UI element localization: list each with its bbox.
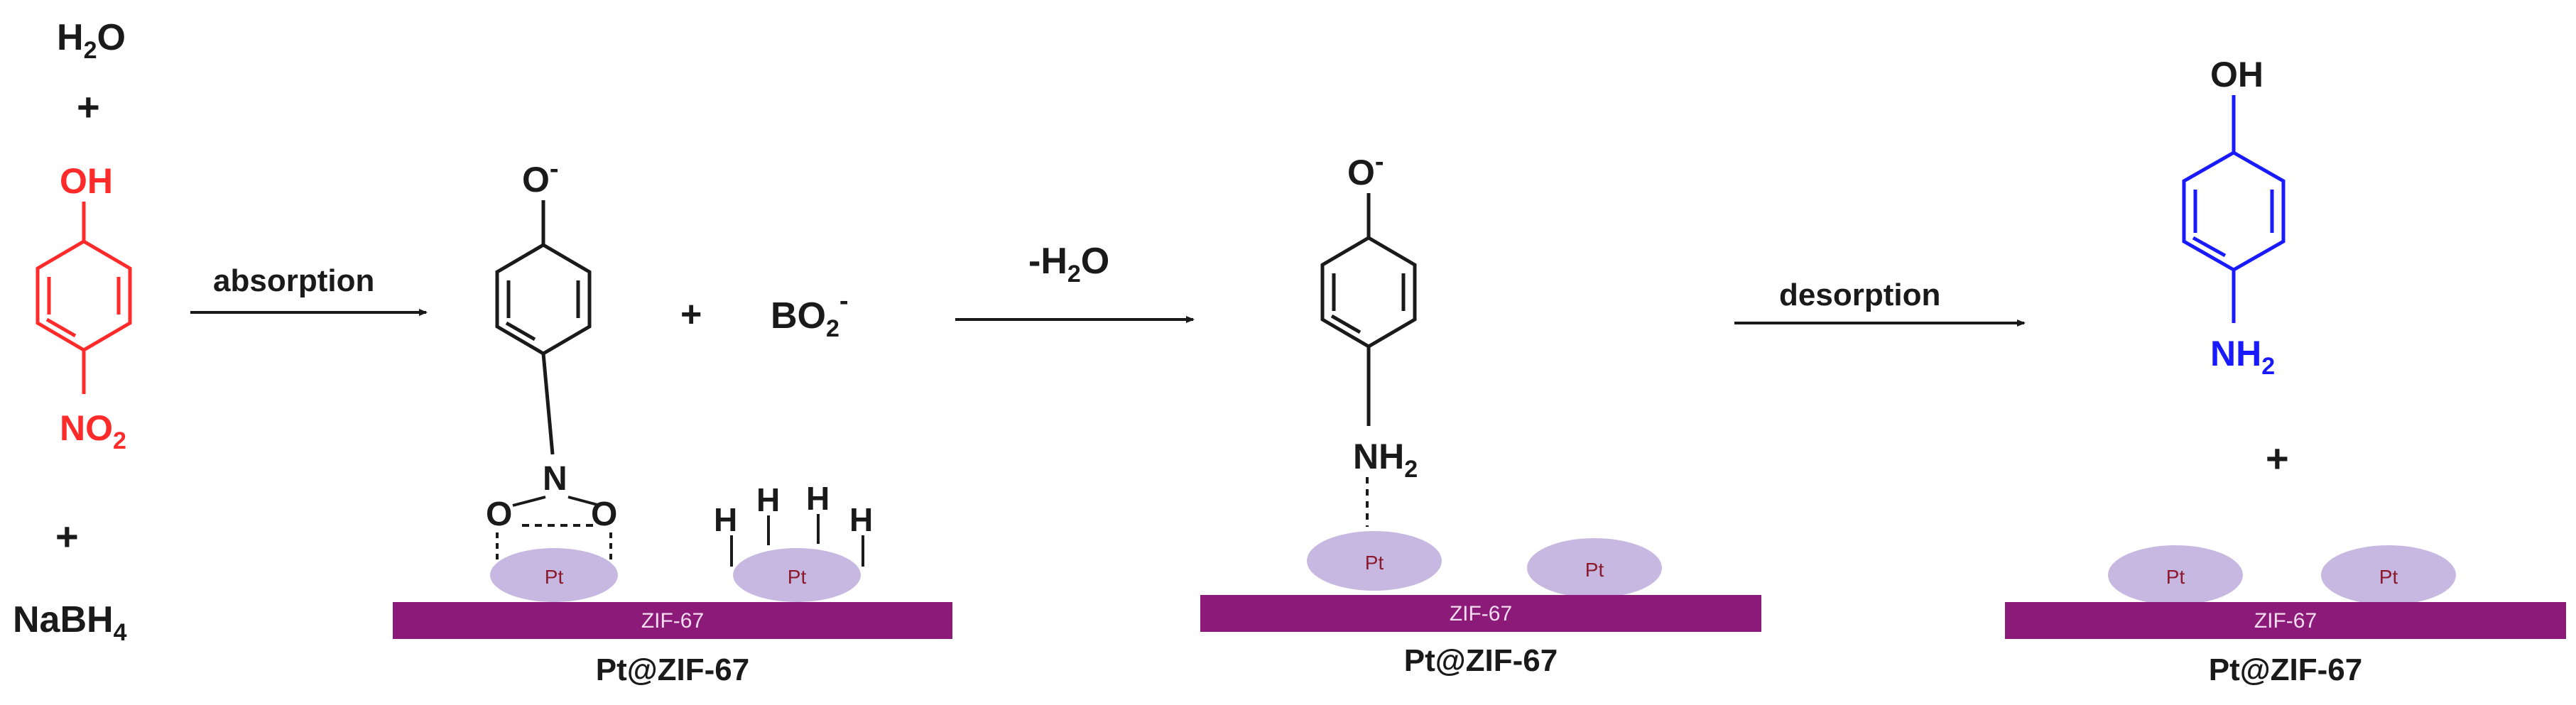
- phenolate-oxygen-label-2: O-: [1347, 147, 1384, 192]
- hydrogen-atom-4: H: [849, 501, 873, 538]
- pt-label-1a: Pt: [545, 566, 564, 588]
- zif67-label-3: ZIF-67: [2254, 609, 2317, 633]
- borate-formula: BO2-: [771, 286, 849, 342]
- pt-particle-3b: [2321, 545, 2456, 605]
- catalyst-caption-1: Pt@ZIF-67: [596, 652, 749, 687]
- ring1-double-bond-c: [505, 321, 536, 341]
- catalyst-caption-2: Pt@ZIF-67: [1404, 643, 1558, 678]
- hydrogen-atom-2: H: [756, 481, 780, 518]
- pt-label-3a: Pt: [2166, 566, 2185, 588]
- plus-sign-bottom: +: [55, 514, 79, 559]
- desorption-step-arrow: desorption: [1734, 278, 2026, 327]
- amine-label-2: NH2: [1353, 437, 1418, 483]
- catalyst-caption-3: Pt@ZIF-67: [2209, 652, 2362, 687]
- hydrogen-atom-1: H: [714, 501, 737, 538]
- pt-particle-2a: [1307, 531, 1442, 591]
- nitrophenol-hydroxyl-label: OH: [60, 161, 113, 201]
- dehydration-step-arrow: -H2O: [955, 241, 1195, 323]
- zif67-label-1: ZIF-67: [641, 609, 704, 633]
- plus-sign-borate: +: [680, 294, 702, 335]
- ring2-double-bond-c: [1330, 314, 1362, 334]
- pt-particle-1a: [490, 548, 618, 602]
- aminophenol-molecule: OH NH2: [2182, 55, 2286, 380]
- adsorbed-aminophenolate-panel: O- NH2 Pt Pt ZIF-67 Pt@ZIF-67: [1200, 147, 1761, 678]
- pt-particle-3a: [2108, 545, 2243, 605]
- zif67-label-2: ZIF-67: [1450, 602, 1512, 625]
- pt-label-2a: Pt: [1365, 552, 1384, 574]
- adsorbed-benzene-ring: [495, 243, 592, 356]
- nitrogen-oxygen-right-bond: [567, 496, 601, 507]
- pt-label-2b: Pt: [1585, 559, 1604, 581]
- nitrophenol-benzene-ring: [36, 239, 132, 352]
- pt-label-1b: Pt: [788, 566, 807, 588]
- aminophenol-hydroxyl-label: OH: [2210, 55, 2263, 94]
- borohydride-formula: NaBH4: [13, 599, 127, 646]
- phenolate-oxygen-label: O-: [522, 154, 559, 200]
- nitrophenol-molecule: OH NO2: [36, 161, 132, 454]
- aminophenolate-benzene-ring: [1320, 236, 1417, 349]
- product-panel: OH NH2 + Pt Pt ZIF-67 Pt@ZIF-67: [2005, 55, 2566, 687]
- aminophenol-benzene-ring: [2182, 151, 2286, 272]
- hydrogen-atom-3: H: [806, 480, 830, 517]
- zif67-support-1: [393, 602, 952, 639]
- nitrogen-oxygen-left-bond: [512, 496, 546, 507]
- nitrophenol-double-bond-c: [45, 317, 77, 338]
- desorption-label: desorption: [1779, 278, 1940, 312]
- nitro-oxygen-left-label: O: [486, 496, 512, 533]
- plus-sign-product: +: [2266, 436, 2289, 481]
- nitro-nitrogen-label: N: [543, 460, 567, 498]
- adsorbed-hydrogens: H H H H: [714, 480, 873, 567]
- pt-particle-1b: [733, 548, 861, 602]
- absorption-step-arrow: absorption: [190, 263, 428, 316]
- zif67-support-3: [2005, 602, 2566, 639]
- nitro-oxygen-right-label: O: [591, 496, 617, 533]
- pt-label-3b: Pt: [2379, 566, 2398, 588]
- adsorbed-nitrophenolate-panel: O- N O O + BO2- H H H H Pt Pt: [393, 154, 952, 687]
- nitrophenol-nitro-label: NO2: [60, 408, 126, 454]
- plus-sign-top: +: [77, 84, 100, 129]
- reactants-column: H2O + OH NO2 + NaBH4: [13, 17, 132, 646]
- water-formula: H2O: [57, 17, 126, 64]
- zif67-support-2: [1200, 595, 1761, 632]
- absorption-label: absorption: [213, 263, 374, 298]
- aminophenol-amine-label: NH2: [2210, 334, 2275, 380]
- ring3-double-bond-c: [2192, 236, 2227, 258]
- dehydration-label: -H2O: [1028, 241, 1109, 288]
- ring-to-nitrogen-bond: [541, 353, 555, 455]
- pt-particle-2b: [1527, 538, 1662, 598]
